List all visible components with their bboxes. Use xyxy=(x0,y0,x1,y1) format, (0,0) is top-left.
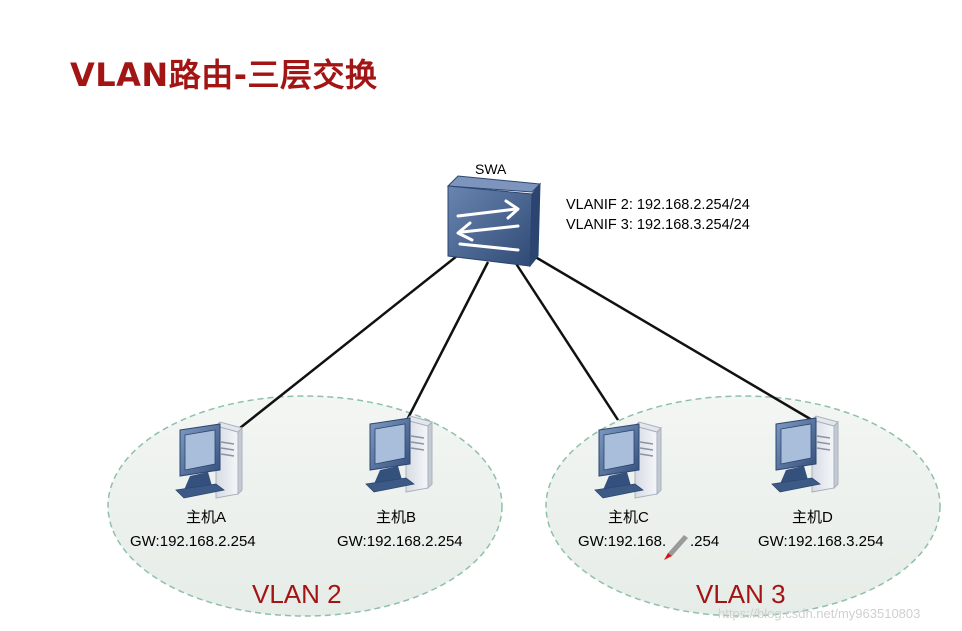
host-name: 主机B xyxy=(376,509,416,526)
host-gateway: GW:192.168.2.254 xyxy=(130,533,256,550)
host-gateway-tail: .254 xyxy=(690,533,719,550)
vlan-label: VLAN 3 xyxy=(696,579,786,609)
computer-icon xyxy=(594,421,662,499)
host-name: 主机A xyxy=(186,509,226,526)
vlanif-line: VLANIF 2: 192.168.2.254/24 xyxy=(566,197,750,213)
host-gateway: GW:192.168.3.254 xyxy=(758,533,884,550)
host-name: 主机C xyxy=(608,509,649,526)
host-name: 主机D xyxy=(792,509,833,526)
pen-mark-icon xyxy=(664,535,688,560)
host-gateway: GW:192.168. xyxy=(578,533,666,550)
computer-icon xyxy=(771,415,839,493)
link-line xyxy=(239,251,463,429)
watermark: https://blog.csdn.net/my963510803 xyxy=(718,606,920,621)
link-line xyxy=(405,261,490,421)
computer-icon xyxy=(365,415,433,493)
page-title: VLAN路由-三层交换 xyxy=(70,56,378,94)
switch-name: SWA xyxy=(475,161,507,177)
link-line xyxy=(531,253,813,422)
switch-icon xyxy=(446,175,542,268)
link-line xyxy=(513,261,620,421)
links xyxy=(239,251,813,429)
vlan-label: VLAN 2 xyxy=(252,579,342,609)
computer-icon xyxy=(175,421,243,499)
vlanif-line: VLANIF 3: 192.168.3.254/24 xyxy=(566,217,750,233)
host-gateway: GW:192.168.2.254 xyxy=(337,533,463,550)
